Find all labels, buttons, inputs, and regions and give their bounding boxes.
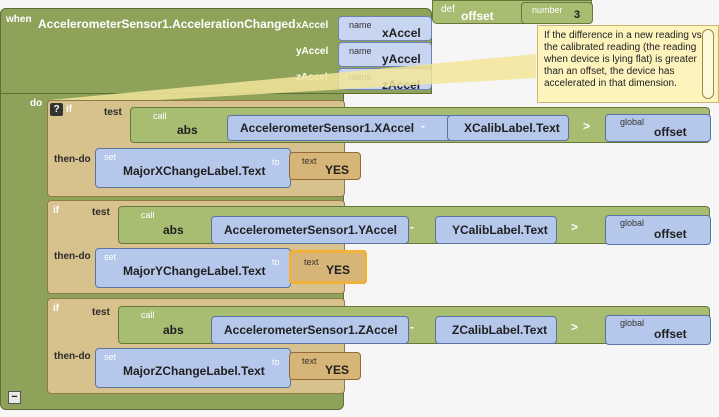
global-offset-block[interactable]: global offset <box>605 215 711 245</box>
test-label: test <box>104 107 122 118</box>
name-label: name <box>349 46 372 56</box>
set-block-3[interactable]: set MajorZChangeLabel.Text to <box>95 348 291 388</box>
param-label-xaccel: xAccel <box>296 20 329 31</box>
global-name: offset <box>654 327 687 341</box>
text-value: YES <box>325 163 350 177</box>
set-label: set <box>104 352 117 362</box>
calib-label: YCalibLabel.Text <box>452 223 548 237</box>
param-name-xaccel: xAccel <box>382 26 421 40</box>
comment-text: If the difference in a new reading vs. t… <box>544 30 705 89</box>
abs-label: abs <box>163 323 184 337</box>
compare-block-2[interactable]: call abs AccelerometerSensor1.YAccel - Y… <box>118 206 711 245</box>
number-value: 3 <box>574 9 581 21</box>
test-label: test <box>92 307 110 318</box>
call-label: call <box>141 210 155 220</box>
comment-pointer <box>50 54 536 106</box>
collapse-minus-icon: − <box>11 391 18 403</box>
compare-block-3[interactable]: call abs AccelerometerSensor1.ZAccel - Z… <box>118 306 711 345</box>
question-mark-icon: ? <box>53 104 60 115</box>
global-name: offset <box>654 227 687 241</box>
if-label: if <box>53 205 60 216</box>
number-block[interactable]: number 3 <box>521 2 593 24</box>
calib-label-block[interactable]: ZCalibLabel.Text <box>435 316 557 344</box>
param-yaccel-block[interactable]: name yAccel <box>338 42 432 67</box>
text-yes-block-1[interactable]: text YES <box>289 152 361 180</box>
to-label: to <box>272 357 280 367</box>
def-label: def <box>441 4 455 15</box>
sensor-value: AccelerometerSensor1.XAccel <box>240 121 415 135</box>
event-name: AccelerometerSensor1.AccelerationChanged <box>38 17 296 31</box>
compare-operator: > <box>583 119 591 133</box>
global-name: offset <box>654 125 687 139</box>
number-label: number <box>532 5 563 15</box>
global-label: global <box>620 218 645 228</box>
global-offset-block[interactable]: global offset <box>605 114 711 142</box>
text-label: text <box>302 156 317 166</box>
set-target: MajorYChangeLabel.Text <box>123 264 266 278</box>
minus-operator: - <box>421 119 425 133</box>
abs-label: abs <box>177 123 198 137</box>
set-label: set <box>104 252 117 262</box>
param-label-yaccel: yAccel <box>296 46 329 57</box>
compare-operator: > <box>571 220 579 234</box>
call-label: call <box>141 310 155 320</box>
call-label: call <box>153 111 167 121</box>
minus-operator: - <box>410 220 414 234</box>
set-target: MajorZChangeLabel.Text <box>123 364 265 378</box>
minus-operator: - <box>410 320 414 334</box>
then-do-label: then-do <box>54 154 91 165</box>
name-label: name <box>349 20 372 30</box>
collapse-button[interactable]: − <box>8 391 21 404</box>
global-offset-block[interactable]: global offset <box>605 315 711 345</box>
param-name-yaccel: yAccel <box>382 52 421 66</box>
global-label: global <box>620 318 645 328</box>
set-block-1[interactable]: set MajorXChangeLabel.Text to <box>95 148 291 188</box>
calib-label: XCalibLabel.Text <box>464 121 560 135</box>
param-xaccel-block[interactable]: name xAccel <box>338 16 432 41</box>
if-label: if <box>53 303 60 314</box>
compare-operator: > <box>571 320 579 334</box>
set-block-2[interactable]: set MajorYChangeLabel.Text to <box>95 248 291 288</box>
calib-label-block[interactable]: XCalibLabel.Text <box>447 115 569 141</box>
text-value: YES <box>326 263 351 277</box>
do-label: do <box>30 98 43 109</box>
calib-label: ZCalibLabel.Text <box>452 323 548 337</box>
sensor-value-block[interactable]: AccelerometerSensor1.YAccel <box>211 216 409 244</box>
test-label: test <box>92 207 110 218</box>
text-yes-block-2-selected[interactable]: text YES <box>289 250 367 284</box>
text-yes-block-3[interactable]: text YES <box>289 352 361 380</box>
comment-bubble[interactable]: If the difference in a new reading vs. t… <box>537 25 719 103</box>
sensor-value: AccelerometerSensor1.ZAccel <box>224 323 398 337</box>
comment-scrollbar[interactable] <box>702 29 714 99</box>
sensor-value-block[interactable]: AccelerometerSensor1.ZAccel <box>211 316 409 344</box>
sensor-value: AccelerometerSensor1.YAccel <box>224 223 397 237</box>
when-label: when <box>6 14 32 25</box>
then-do-label: then-do <box>54 251 91 262</box>
text-value: YES <box>325 363 350 377</box>
to-label: to <box>272 157 280 167</box>
global-label: global <box>620 117 645 127</box>
text-label: text <box>302 356 317 366</box>
if-label: if <box>66 104 73 115</box>
def-var-name: offset <box>461 9 494 23</box>
set-target: MajorXChangeLabel.Text <box>123 164 266 178</box>
def-offset-block[interactable]: def offset number 3 <box>432 0 593 24</box>
set-label: set <box>104 152 117 162</box>
text-label: text <box>304 257 319 267</box>
abs-label: abs <box>163 223 184 237</box>
compare-block-1[interactable]: call abs AccelerometerSensor1.XAccel - X… <box>130 107 711 143</box>
to-label: to <box>272 257 280 267</box>
help-icon[interactable]: ? <box>50 103 63 116</box>
then-do-label: then-do <box>54 351 91 362</box>
calib-label-block[interactable]: YCalibLabel.Text <box>435 216 557 244</box>
